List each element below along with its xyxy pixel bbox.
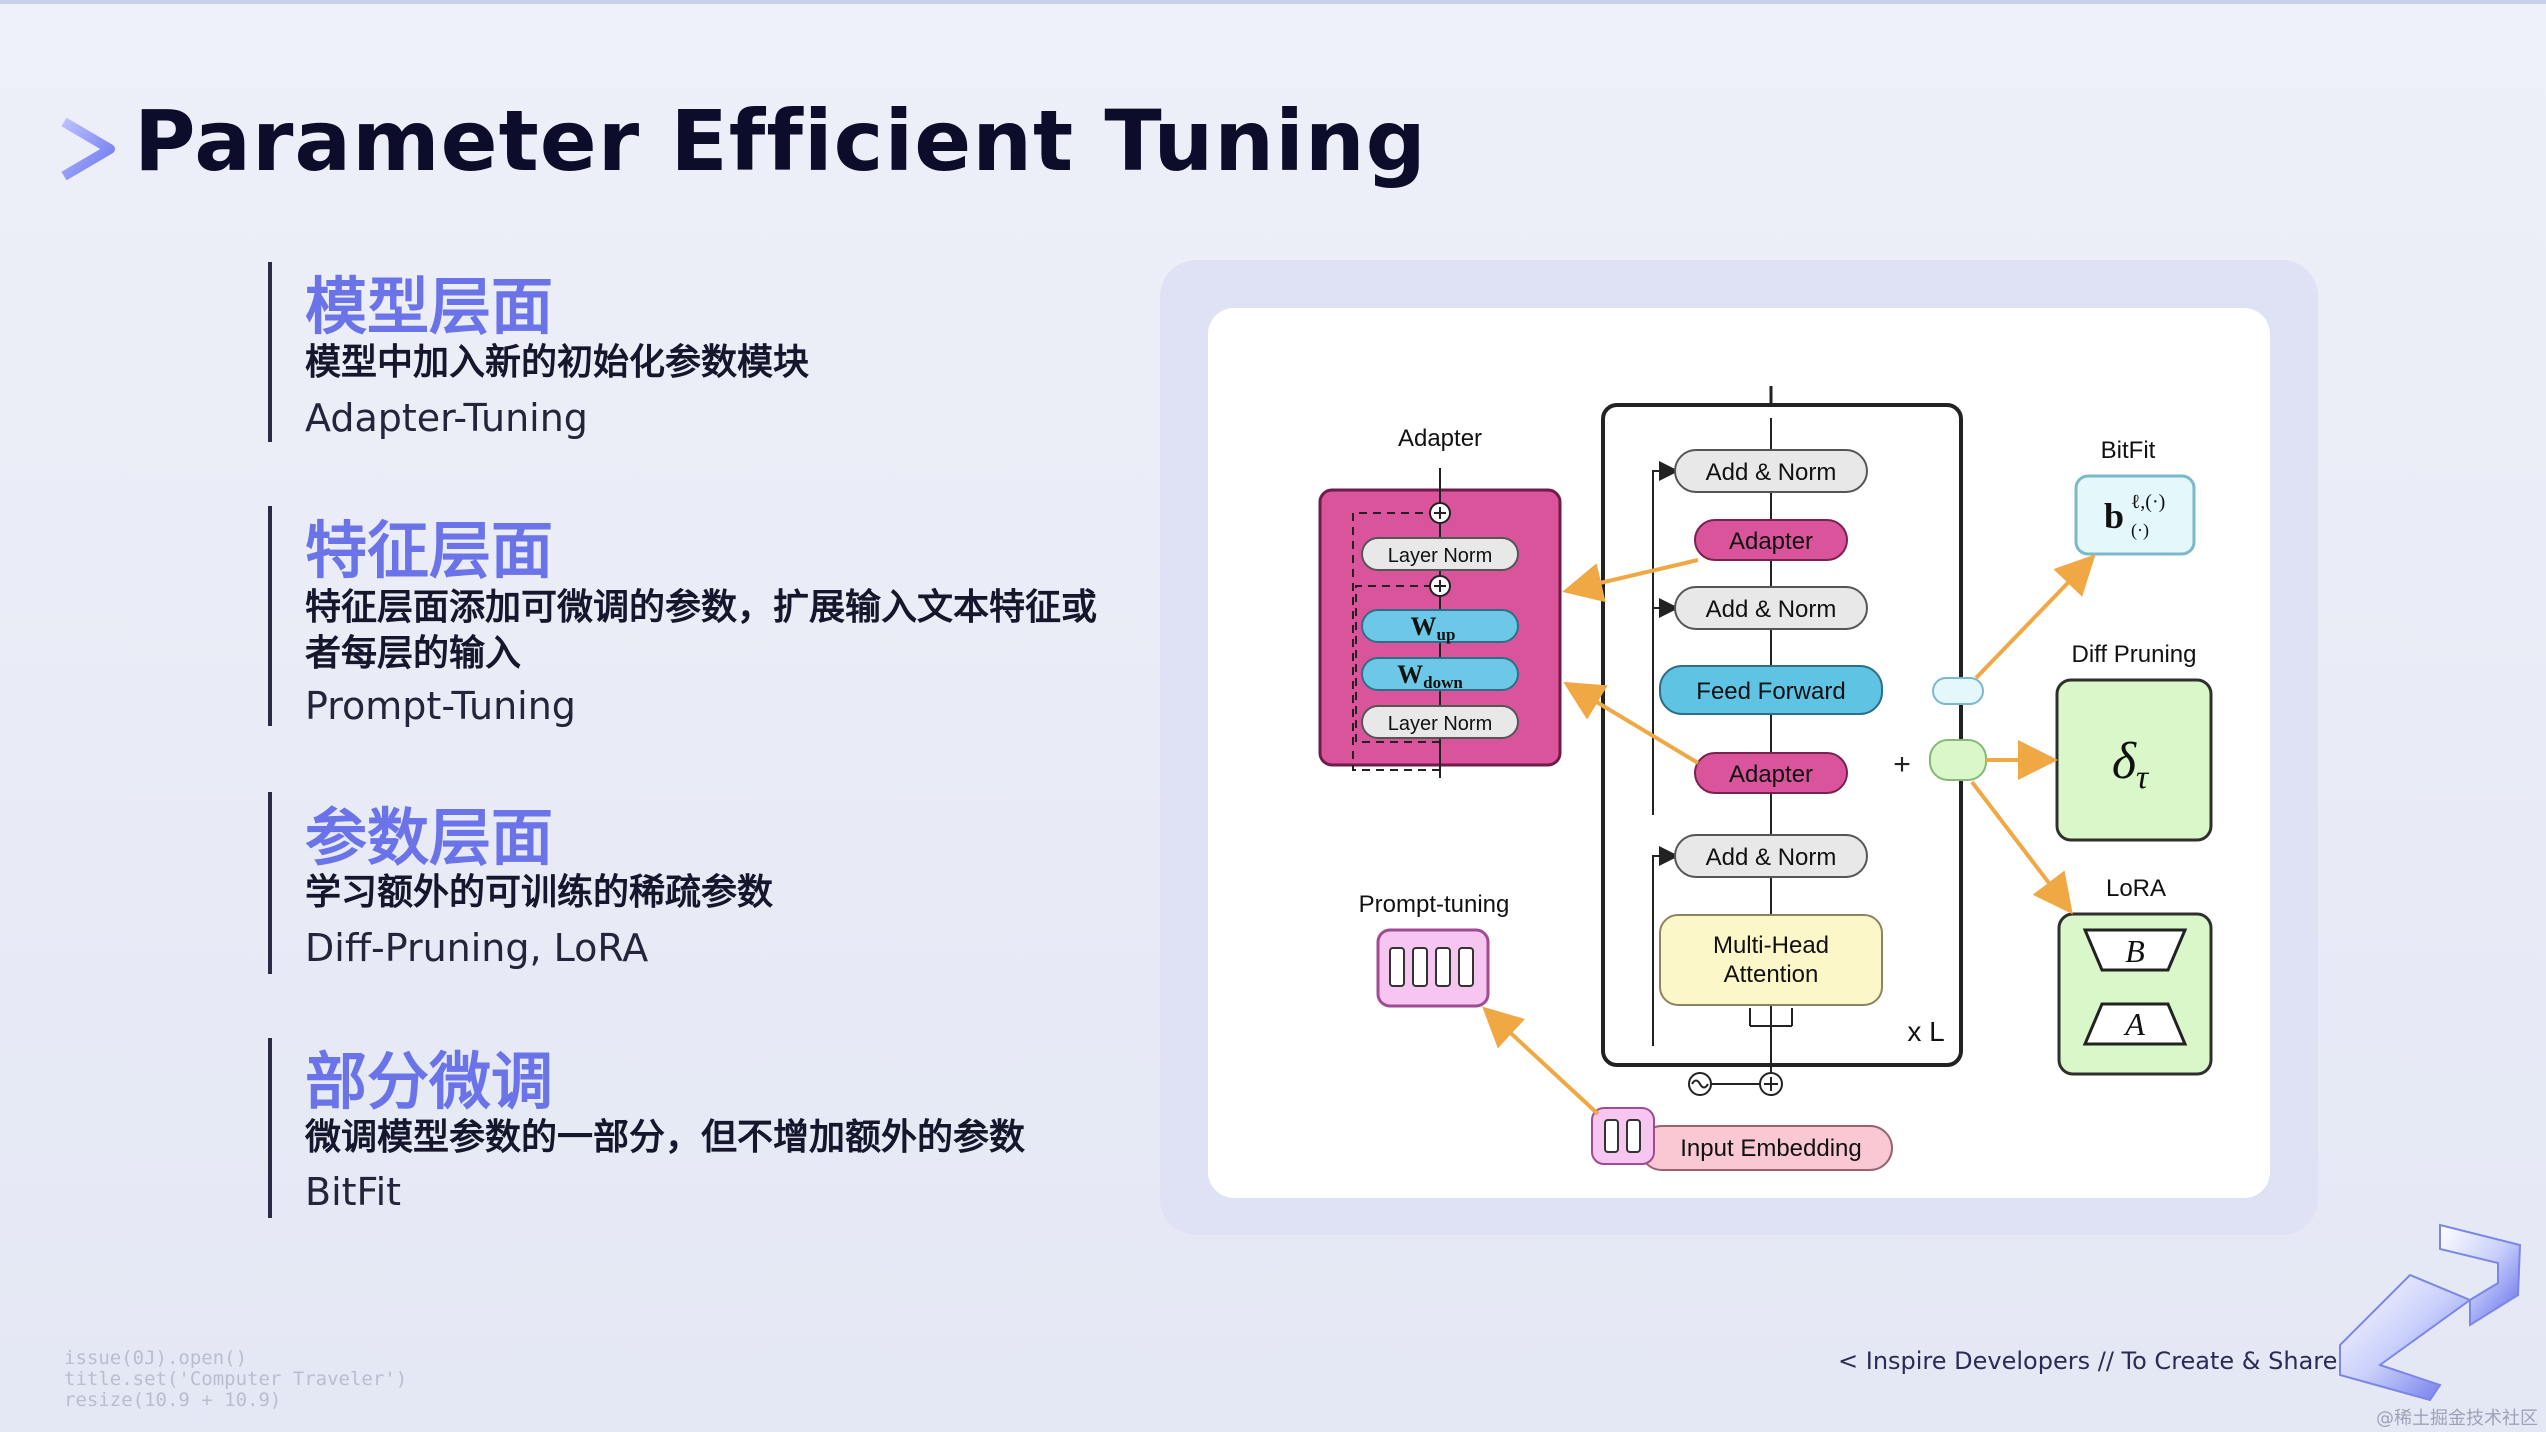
feed-forward-box [1659, 665, 1883, 715]
w-up-box [1361, 609, 1519, 643]
lora-a-label: A [2123, 1006, 2145, 1042]
adapter-detail-title: Adapter [1398, 425, 1482, 452]
layer-norm-box [1361, 705, 1519, 739]
lora-a-trapezoid [2082, 1002, 2188, 1046]
watermark: @稀土掘金技术社区 [2376, 1408, 2538, 1429]
bitfit-title: BitFit [2101, 437, 2156, 464]
adapter-label: Adapter [1729, 761, 1813, 788]
prompt-token [1458, 947, 1474, 987]
section-heading-model: 模型层面 [305, 270, 554, 343]
adapter-box [1694, 752, 1848, 794]
prompt-tuning-title: Prompt-tuning [1359, 891, 1510, 918]
section-heading-feature: 特征层面 [305, 514, 554, 587]
code-line: resize(10.9 + 10.9) [64, 1389, 282, 1411]
w-down-label: Wdown [1397, 660, 1463, 692]
w-down-box [1361, 657, 1519, 691]
lora-b-label: B [2125, 933, 2145, 969]
add-norm-box [1674, 586, 1868, 630]
section-divider [268, 1038, 272, 1218]
chevron-right-icon [61, 118, 115, 180]
prompt-token [1389, 947, 1405, 987]
transformer-block [1601, 403, 1963, 1067]
prompt-token [1626, 1119, 1641, 1153]
lora-title: LoRA [2106, 875, 2166, 902]
layer-norm-box [1361, 537, 1519, 571]
prompt-token [1412, 947, 1428, 987]
section-method-feature: Prompt-Tuning [305, 684, 576, 728]
layer-norm-label: Layer Norm [1388, 713, 1492, 735]
prompt-token [1604, 1119, 1619, 1153]
peft-diagram: + Add & Norm Adapter Add & Norm Feed For… [1318, 386, 2213, 1171]
prompt-token-box [1591, 1107, 1655, 1165]
prompt-token [1435, 947, 1451, 987]
footer-code-decoration: issue(0J).open()title.set('Computer Trav… [64, 1348, 407, 1411]
adapter-skip-dashed [1352, 512, 1440, 771]
add-norm-box [1674, 834, 1868, 878]
top-accent-line [0, 0, 2546, 4]
slide-title: Parameter Efficient Tuning [134, 92, 1427, 190]
plus-sign: + [1893, 748, 1911, 781]
adapter-label: Adapter [1729, 528, 1813, 555]
bitfit-sup: ℓ,(·) [2131, 491, 2166, 513]
multi-head-attention-box [1659, 914, 1883, 1006]
section-desc-parameter: 学习额外的可训练的稀疏参数 [305, 872, 774, 913]
residual-line [1652, 461, 1679, 608]
add-norm-label: Add & Norm [1706, 459, 1837, 486]
add-norm-label: Add & Norm [1706, 844, 1837, 871]
add-circle-icon [1434, 507, 1446, 519]
brand-logo-icon [2339, 1223, 2522, 1402]
section-divider [268, 262, 272, 442]
section-desc-model: 模型中加入新的初始化参数模块 [305, 342, 810, 383]
add-circle-icon [1764, 1077, 1778, 1091]
attention-inputs [1749, 1008, 1793, 1027]
w-up-label: Wup [1411, 612, 1456, 644]
footer-tagline: < Inspire Developers // To Create & Shar… [1838, 1347, 2366, 1375]
bitfit-box [2074, 474, 2196, 556]
arrow-bitfit [1974, 554, 2096, 680]
pill-connector [1932, 677, 1984, 705]
section-divider [268, 792, 272, 974]
section-desc-feature: 特征层面添加可微调的参数，扩展输入文本特征或者每层的输入 [305, 587, 1098, 674]
section-desc-partial: 微调模型参数的一部分，但不增加额外的参数 [305, 1117, 1026, 1158]
mha-label-line1: Multi-Head [1713, 932, 1829, 959]
arrow-prompt-tuning [1482, 1006, 1600, 1116]
section-heading-partial: 部分微调 [305, 1045, 554, 1118]
arrow-lora [1970, 780, 2073, 915]
input-embedding-label: Input Embedding [1680, 1135, 1861, 1162]
arrow-adapter-detail [1562, 558, 1699, 603]
add-circle-icon [1434, 580, 1446, 592]
pill-connector [1929, 739, 1987, 781]
layer-norm-label: Layer Norm [1388, 545, 1492, 567]
bitfit-symbol: b [2104, 496, 2124, 536]
section-divider [268, 506, 272, 726]
residual-line [1652, 846, 1679, 1046]
code-line: title.set('Computer Traveler') [64, 1368, 408, 1390]
add-norm-box [1674, 449, 1868, 493]
code-line: issue(0J).open() [64, 1347, 248, 1369]
diff-pruning-title: Diff Pruning [2072, 641, 2197, 668]
adapter-skip-dashed [1355, 585, 1440, 743]
positional-encoding-icon [1691, 1079, 1709, 1089]
adapter-box [1694, 519, 1848, 561]
diff-pruning-symbol: δτ [2112, 733, 2150, 796]
section-heading-parameter: 参数层面 [305, 801, 554, 874]
feed-forward-label: Feed Forward [1696, 678, 1845, 705]
arrow-adapter-detail [1563, 681, 1700, 765]
section-method-model: Adapter-Tuning [305, 396, 588, 440]
mha-label-line2: Attention [1724, 961, 1819, 988]
repeat-label: x L [1907, 1016, 1944, 1047]
section-method-partial: BitFit [305, 1170, 402, 1214]
section-method-parameter: Diff-Pruning, LoRA [305, 926, 649, 970]
add-norm-label: Add & Norm [1706, 596, 1837, 623]
bitfit-sub: (·) [2131, 520, 2149, 541]
lora-b-trapezoid [2082, 928, 2188, 972]
